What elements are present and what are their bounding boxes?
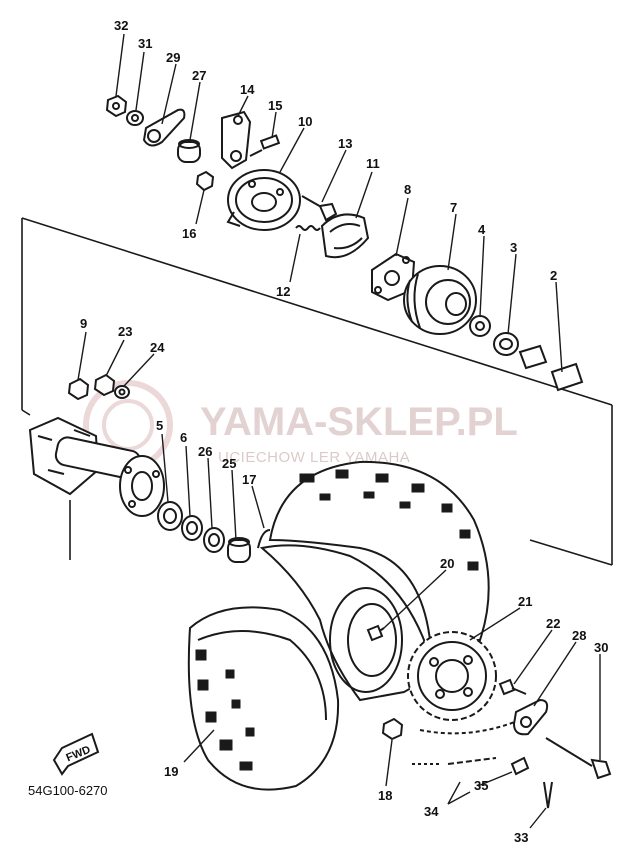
wheel-hub xyxy=(28,416,165,517)
callout-28: 28 xyxy=(572,628,586,643)
part-10-brake-panel xyxy=(226,169,301,231)
part-31-washer xyxy=(126,110,144,126)
part-3-bearing xyxy=(493,332,519,356)
callout-27: 27 xyxy=(192,68,206,83)
callout-15: 15 xyxy=(268,98,282,113)
leader-lines xyxy=(77,33,601,829)
callout-6: 6 xyxy=(180,430,187,445)
part-17-wheel-rim xyxy=(257,529,271,549)
callout-25: 25 xyxy=(222,456,236,471)
callout-5: 5 xyxy=(156,418,163,433)
callout-29: 29 xyxy=(166,50,180,65)
callout-34: 34 xyxy=(424,804,439,819)
callout-32: 32 xyxy=(114,18,128,33)
part-5-bearing xyxy=(157,501,183,531)
drive-chain xyxy=(419,719,521,735)
part-19-tire xyxy=(187,460,490,791)
part-2-spacer xyxy=(518,344,584,392)
part-12-spring xyxy=(295,225,321,231)
callout-13: 13 xyxy=(338,136,352,151)
callout-16: 16 xyxy=(182,226,196,241)
part-18-nut xyxy=(381,717,404,741)
part-25-collar xyxy=(227,537,251,563)
part-9-nut xyxy=(67,377,90,401)
part-30-bolt xyxy=(545,737,612,780)
part-15-bolt xyxy=(249,134,281,157)
part-23-nut xyxy=(93,373,116,397)
diagram-code: 54G100-6270 xyxy=(28,783,108,798)
part-11-brake-shoes xyxy=(320,213,370,259)
callout-3: 3 xyxy=(510,240,517,255)
callout-9: 9 xyxy=(80,316,87,331)
part-34-chain-link xyxy=(412,757,497,765)
callout-4: 4 xyxy=(478,222,486,237)
part-22-bolt xyxy=(498,678,527,696)
part-6-oil-seal xyxy=(181,515,203,541)
callout-24: 24 xyxy=(150,340,165,355)
part-28-chain-puller xyxy=(512,698,549,736)
part-35-clip xyxy=(510,756,530,776)
part-7-brake-drum xyxy=(403,265,477,335)
part-4-oil-seal xyxy=(469,315,491,337)
part-32-nut xyxy=(105,94,128,118)
callout-23: 23 xyxy=(118,324,132,339)
part-26-oil-seal xyxy=(203,527,225,553)
callout-22: 22 xyxy=(546,616,560,631)
callout-31: 31 xyxy=(138,36,152,51)
part-21-sprocket xyxy=(407,631,497,721)
part-33-cotter-pin xyxy=(543,781,553,809)
callout-8: 8 xyxy=(404,182,411,197)
part-20-bolt xyxy=(366,624,385,642)
callout-11: 11 xyxy=(366,156,380,171)
watermark-brand: YAMA-SKLEP.PL xyxy=(200,400,518,444)
part-14-cam-lever xyxy=(221,110,252,170)
callout-7: 7 xyxy=(450,200,457,215)
callout-14: 14 xyxy=(240,82,255,97)
callout-26: 26 xyxy=(198,444,212,459)
callout-17: 17 xyxy=(242,472,256,487)
part-13-bolt xyxy=(301,195,338,222)
callout-19: 19 xyxy=(164,764,178,779)
callout-labels: 32 31 29 27 14 15 10 13 11 8 7 4 3 2 12 … xyxy=(80,18,608,845)
callout-30: 30 xyxy=(594,640,608,655)
part-24-washer xyxy=(114,385,130,399)
callout-20: 20 xyxy=(440,556,454,571)
callout-35: 35 xyxy=(474,778,488,793)
callout-2: 2 xyxy=(550,268,557,283)
fwd-direction-arrow: FWD xyxy=(52,732,100,776)
part-27-collar xyxy=(177,139,201,163)
callout-18: 18 xyxy=(378,788,392,803)
callout-21: 21 xyxy=(518,594,532,609)
callout-33: 33 xyxy=(514,830,528,845)
callout-12: 12 xyxy=(276,284,290,299)
part-29-brake-arm xyxy=(142,108,186,147)
watermark: YAMA-SKLEP.PL UCIECHOW LER YAMAHA xyxy=(83,380,518,470)
assembly-frame xyxy=(21,217,613,566)
part-16-nut xyxy=(195,170,215,192)
callout-10: 10 xyxy=(298,114,312,129)
